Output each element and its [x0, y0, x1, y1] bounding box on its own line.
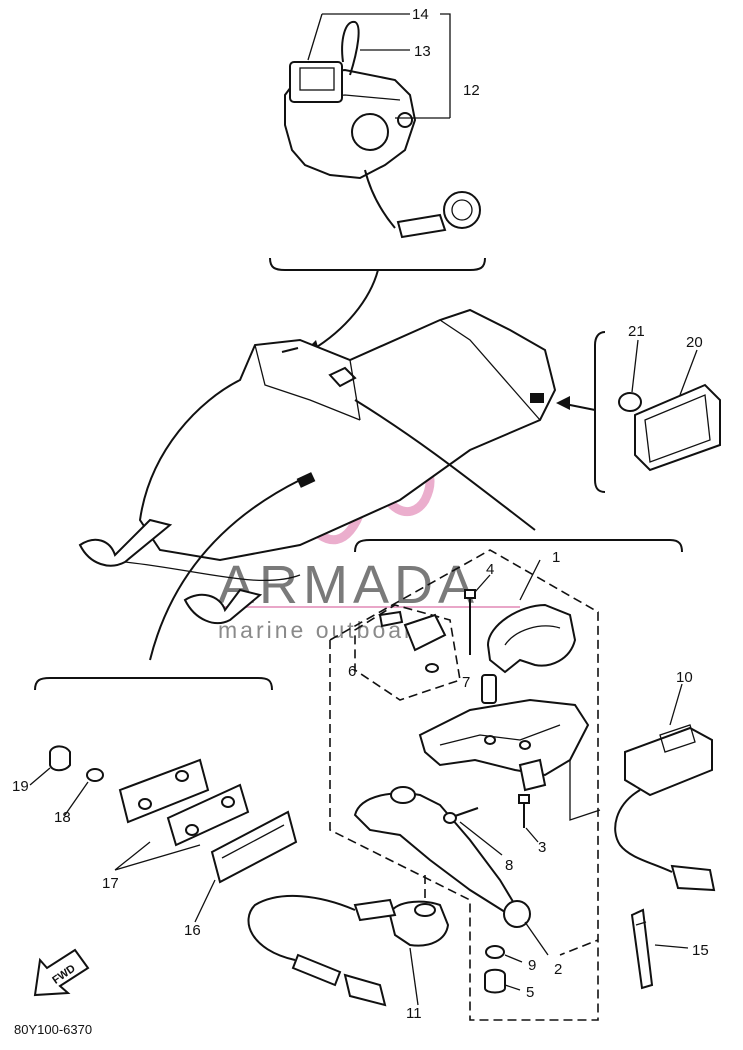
watermark-subtitle: marine outboards [218, 617, 445, 643]
label-9: 9 [528, 957, 536, 974]
throttle-housing-body [418, 698, 590, 792]
label-20: 20 [686, 334, 703, 351]
screw-4 [464, 589, 476, 655]
left-group-bracket [34, 677, 273, 691]
label-12: 12 [463, 82, 480, 99]
switch-block [378, 610, 447, 673]
sensor-link [569, 760, 601, 821]
label-21: 21 [628, 323, 645, 340]
throttle-sensor-10 [614, 724, 716, 892]
main-group-bracket [354, 539, 683, 553]
label-4: 4 [486, 561, 494, 578]
hood-cowl [78, 308, 557, 625]
label-16: 16 [184, 922, 201, 939]
label-5: 5 [526, 984, 534, 1001]
part-6-outline [354, 604, 461, 701]
leader-16-19 [29, 767, 216, 923]
throttle-lever [353, 786, 531, 928]
label-7: 7 [462, 674, 470, 691]
label-14: 14 [412, 6, 429, 23]
kill-switch-11 [247, 895, 450, 1007]
diagram-code: 80Y100-6370 [14, 1022, 92, 1037]
top-group-bracket [269, 257, 486, 271]
nameplate-assembly [49, 745, 298, 884]
label-1: 1 [552, 549, 560, 566]
cable-hood-right [354, 399, 536, 531]
label-3: 3 [538, 839, 546, 856]
label-15: 15 [692, 942, 709, 959]
fwd-arrow: FWD [33, 948, 90, 997]
label-11: 11 [406, 1005, 422, 1022]
label-2: 2 [554, 961, 562, 978]
screw-8 [443, 807, 479, 824]
screw-3 [518, 794, 530, 828]
switch-box-assembly [284, 20, 481, 239]
arrow-to-hood [311, 269, 379, 351]
washer-9 [485, 945, 505, 959]
leader-12-14 [307, 13, 451, 119]
cable-hood-left [149, 479, 301, 661]
leader-10 [669, 683, 683, 726]
part-1-outline [329, 549, 599, 1021]
leader-3 [525, 827, 539, 843]
reflector-bracket [594, 331, 606, 493]
throttle-housing-cover [486, 603, 577, 674]
label-6: 6 [348, 663, 356, 680]
leader-11 [409, 947, 419, 1006]
leader-8 [459, 821, 503, 856]
leader-4 [474, 574, 491, 593]
reflector-assembly [618, 383, 721, 472]
nut-5 [484, 968, 506, 994]
leader-1 [519, 559, 541, 601]
collar-7 [481, 674, 497, 704]
label-19: 19 [12, 778, 29, 795]
leader-2 [524, 921, 549, 956]
cable-tie-15 [630, 908, 654, 990]
watermark-title: ARMADA [218, 555, 479, 615]
label-17: 17 [102, 875, 119, 892]
label-18: 18 [54, 809, 71, 826]
label-10: 10 [676, 669, 693, 686]
leader-15 [654, 944, 689, 949]
label-13: 13 [414, 43, 431, 60]
label-8: 8 [505, 857, 513, 874]
leader-9-5 [504, 954, 523, 991]
leader-20-21 [631, 339, 698, 396]
